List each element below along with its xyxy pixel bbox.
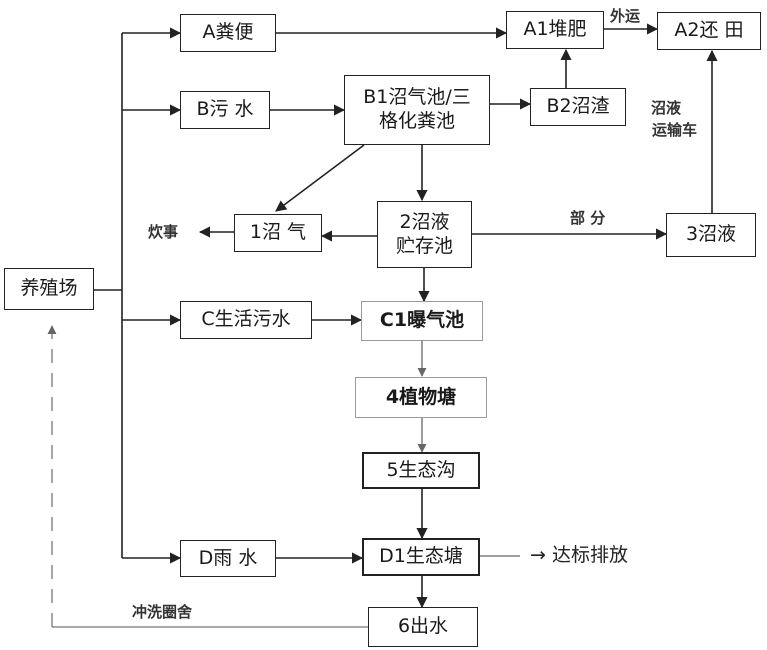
label-discharge: → 达标排放	[530, 545, 628, 566]
label-outward: 外运	[610, 8, 640, 25]
node-5: 5生态沟	[362, 452, 480, 489]
node-3: 3沼液	[666, 213, 756, 257]
node-b: B污 水	[180, 91, 270, 129]
node-a1: A1堆肥	[506, 11, 604, 49]
node-a2: A2还 田	[657, 12, 761, 50]
node-4-label: 4植物塘	[386, 386, 456, 410]
node-2: 2沼液 贮存池	[377, 201, 472, 268]
node-4: 4植物塘	[355, 377, 487, 418]
node-c: C生活污水	[180, 301, 312, 339]
node-b2-label: B2沼渣	[546, 95, 609, 119]
node-6: 6出水	[368, 607, 478, 647]
node-b1-label-line1: B1沼气池/三	[363, 86, 471, 110]
label-slurry-transport-line2: 运输车	[652, 122, 697, 139]
node-d1: D1生态塘	[362, 538, 480, 576]
node-5-label: 5生态沟	[386, 459, 455, 483]
label-slurry-transport-line1: 沼液	[651, 100, 681, 117]
node-b-label: B污 水	[196, 98, 253, 122]
node-1: 1沼 气	[234, 214, 322, 252]
label-flush-pens: 冲洗圈舍	[132, 604, 192, 621]
node-farm-label: 养殖场	[20, 277, 77, 301]
node-2-label-line2: 贮存池	[396, 235, 453, 259]
node-3-label: 3沼液	[686, 223, 736, 247]
label-cooking: 炊事	[148, 224, 178, 241]
node-6-label: 6出水	[398, 615, 448, 639]
node-d: D雨 水	[180, 540, 276, 577]
node-a2-label: A2还 田	[674, 19, 743, 43]
label-part: 部 分	[570, 210, 605, 227]
node-b1-label-line2: 格化粪池	[379, 110, 455, 134]
edge-b1-n1	[276, 145, 364, 211]
node-b2: B2沼渣	[530, 88, 626, 126]
node-farm: 养殖场	[4, 268, 94, 310]
node-a1-label: A1堆肥	[523, 18, 586, 42]
node-c1: C1曝气池	[361, 301, 483, 341]
node-d-label: D雨 水	[199, 547, 258, 571]
node-a-label: A粪便	[203, 21, 254, 45]
node-c1-label: C1曝气池	[380, 309, 464, 333]
node-c-label: C生活污水	[201, 308, 290, 332]
node-2-label-line1: 2沼液	[399, 211, 449, 235]
node-d1-label: D1生态塘	[379, 545, 463, 569]
node-a: A粪便	[180, 14, 276, 52]
node-1-label: 1沼 气	[250, 221, 306, 245]
node-b1: B1沼气池/三 格化粪池	[344, 75, 490, 145]
